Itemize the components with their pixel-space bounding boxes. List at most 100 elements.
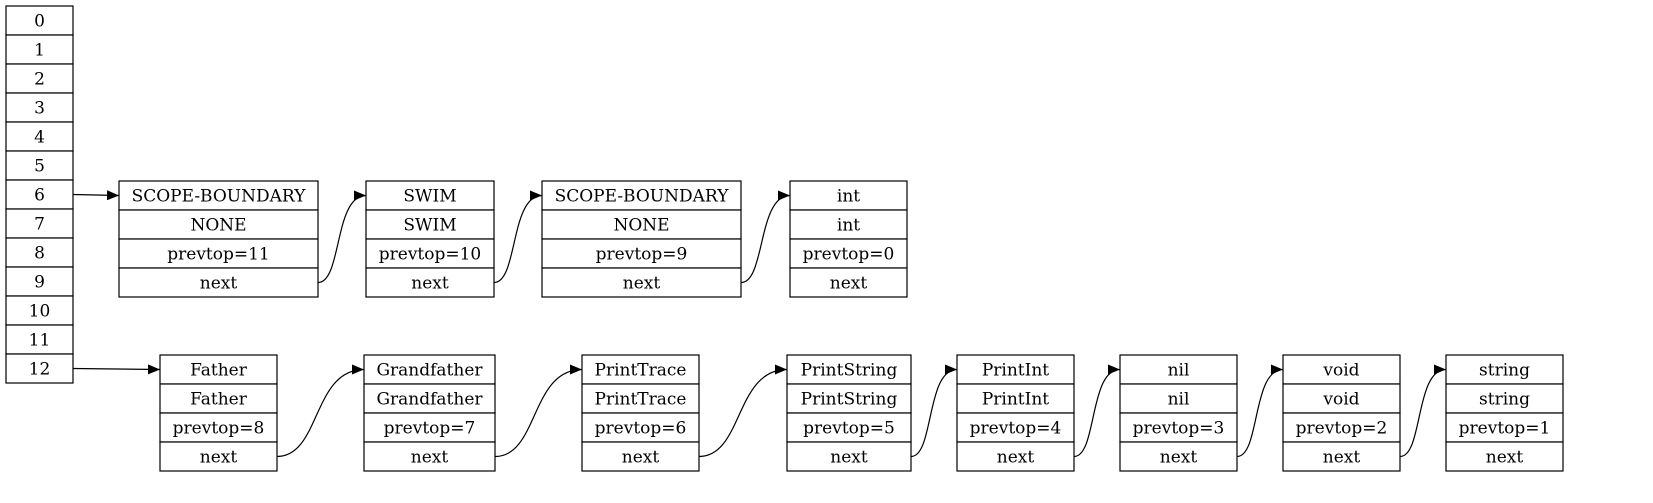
next-pointer-edge	[698, 364, 788, 458]
entry-value: Grandfather	[376, 390, 483, 410]
stack-cell-box	[5, 266, 74, 297]
entry-key-cell	[1282, 354, 1401, 385]
entry-prevtop: prevtop=0	[803, 245, 895, 265]
entry-key: SWIM	[403, 187, 456, 207]
next-pointer-edge	[1236, 364, 1284, 458]
entry-value-cell	[581, 383, 700, 414]
entry-value-cell	[789, 209, 908, 240]
stack-cell-label: 9	[34, 273, 45, 293]
entry-next: next	[997, 448, 1035, 468]
entry-next-cell	[118, 267, 319, 298]
stack-cell-box	[5, 208, 74, 239]
stack-cell-label: 2	[34, 70, 45, 90]
entry-prevtop-cell	[786, 412, 912, 443]
entry-prevtop: prevtop=4	[970, 419, 1062, 439]
stack-cell-box	[5, 295, 74, 326]
next-pointer-edge	[910, 364, 958, 458]
entry-prevtop: prevtop=9	[596, 245, 688, 265]
entry-next-cell	[1282, 441, 1401, 472]
entry-value: int	[837, 216, 860, 236]
stack-cell-box	[5, 92, 74, 123]
entry-next: next	[830, 274, 868, 294]
entry-key: Grandfather	[376, 361, 483, 381]
stack-cell: 9	[5, 266, 74, 297]
entry-next-cell	[956, 441, 1075, 472]
pointer-edges	[72, 190, 1447, 458]
entry-next: next	[830, 448, 868, 468]
stack-cell: 1	[5, 34, 74, 65]
entry-key-cell	[786, 354, 912, 385]
entry-next-cell	[1119, 441, 1238, 472]
entry-value: PrintInt	[982, 390, 1049, 410]
entry-key: Father	[190, 361, 248, 381]
entry-next: next	[411, 274, 449, 294]
entry-next-cell	[581, 441, 700, 472]
entry-prevtop-cell	[363, 412, 496, 443]
stack-cell: 6	[5, 179, 74, 210]
stack-cell: 7	[5, 208, 74, 239]
entry-value: void	[1322, 390, 1359, 410]
stack-cell: 12	[5, 353, 74, 384]
entry-key-cell	[956, 354, 1075, 385]
stack-cell: 4	[5, 121, 74, 152]
entry-next-cell	[789, 267, 908, 298]
entry-prevtop-cell	[581, 412, 700, 443]
entry-prevtop-cell	[1119, 412, 1238, 443]
stack-cell-box	[5, 150, 74, 181]
entry-value-cell	[786, 383, 912, 414]
entry-prevtop: prevtop=7	[384, 419, 476, 439]
entry-value-cell	[1282, 383, 1401, 414]
stack-cell-label: 12	[29, 360, 51, 380]
entry-value-cell	[1445, 383, 1564, 414]
entry-value: nil	[1168, 390, 1190, 410]
next-pointer-edge	[317, 190, 367, 284]
stack-pointer-edge	[72, 364, 161, 375]
stack-cell-box	[5, 5, 74, 36]
stack-cell-label: 3	[34, 99, 45, 119]
stack-cell: 2	[5, 63, 74, 94]
entry-value: PrintString	[801, 390, 898, 410]
next-pointer-edge	[276, 364, 365, 458]
entry-prevtop: prevtop=2	[1296, 419, 1388, 439]
stack-cell: 3	[5, 92, 74, 123]
stack-cell-box	[5, 34, 74, 65]
entry-value-cell	[159, 383, 278, 414]
next-pointer-edge	[493, 190, 543, 284]
entry-value: NONE	[613, 216, 669, 236]
bucket-chains: SCOPE-BOUNDARYNONEprevtop=11nextSWIMSWIM…	[118, 180, 1564, 472]
entry-value: string	[1479, 390, 1530, 410]
entry-key-cell	[118, 180, 319, 211]
stack-cell-box	[5, 324, 74, 355]
entry-next: next	[622, 448, 660, 468]
entry-next: next	[200, 448, 238, 468]
entry-prevtop: prevtop=5	[803, 419, 895, 439]
entry-value-cell	[956, 383, 1075, 414]
entry-key-cell	[541, 180, 742, 211]
next-pointer-edge	[1073, 364, 1121, 458]
stack-cell-label: 7	[34, 215, 45, 235]
entry-next: next	[1160, 448, 1198, 468]
entry-next-cell	[363, 441, 496, 472]
entry-prevtop: prevtop=1	[1459, 419, 1551, 439]
next-pointer-edge	[1399, 364, 1447, 458]
entry-value-cell	[1119, 383, 1238, 414]
entry-prevtop-cell	[1282, 412, 1401, 443]
entry-key: nil	[1168, 361, 1190, 381]
entry-key: PrintInt	[982, 361, 1049, 381]
entry-next: next	[200, 274, 238, 294]
entry-next-cell	[786, 441, 912, 472]
entry-next-cell	[365, 267, 495, 298]
entry-prevtop: prevtop=11	[167, 245, 270, 265]
entry-prevtop-cell	[956, 412, 1075, 443]
entry-value-cell	[365, 209, 495, 240]
stack-cell-label: 1	[34, 41, 45, 61]
stack-cell: 5	[5, 150, 74, 181]
stack-cell-label: 6	[34, 186, 45, 206]
